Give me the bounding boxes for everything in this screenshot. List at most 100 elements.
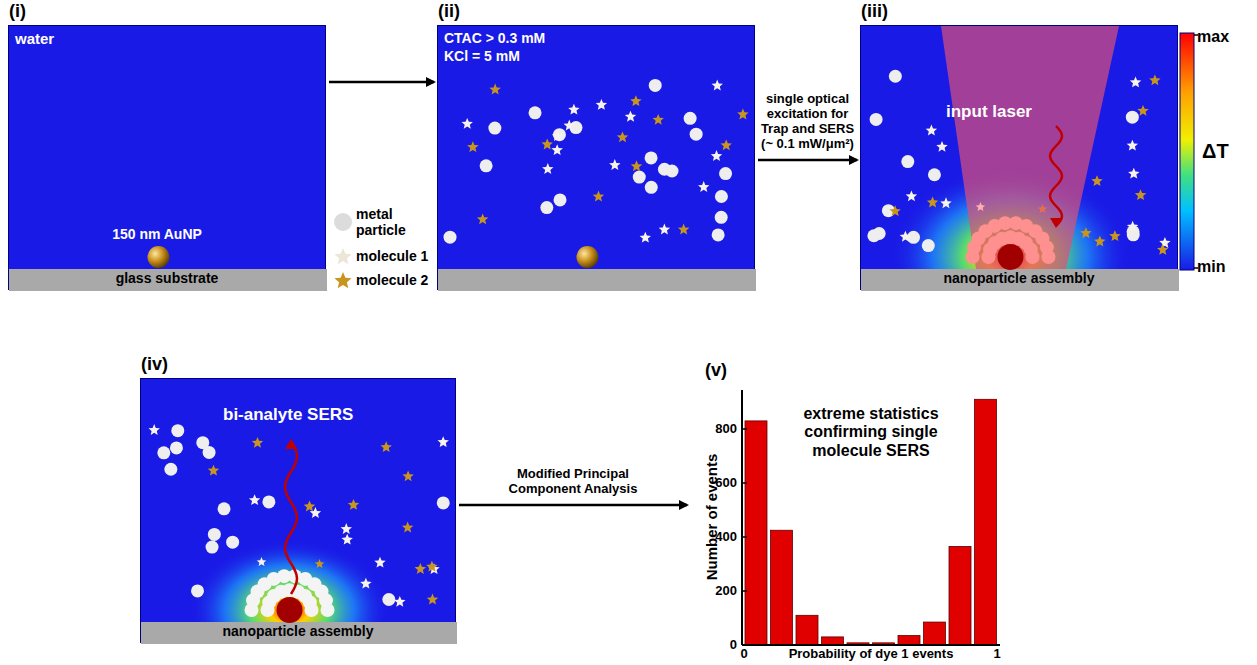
trapped-particle xyxy=(321,603,335,617)
molecule-1-star xyxy=(1128,168,1139,179)
legend-swatch xyxy=(334,213,352,231)
axis-title: Number of events xyxy=(703,454,720,581)
panel-label: (iv) xyxy=(141,354,168,375)
molecule-2-star xyxy=(402,470,413,481)
metal-particle xyxy=(170,441,183,454)
metal-particle xyxy=(645,181,658,194)
experiment-panel: (iii)input lasernanoparticle assembly xyxy=(860,25,1178,290)
histogram-bar xyxy=(975,399,997,645)
molecule-1-star xyxy=(711,150,722,161)
colorbar-label: min xyxy=(1197,258,1225,276)
tick-label: 1 xyxy=(993,647,1000,662)
metal-particle xyxy=(262,495,275,508)
metal-particle xyxy=(690,128,703,141)
panel-text: extreme statistics confirming single mol… xyxy=(776,405,966,460)
molecule-2-star xyxy=(489,84,501,95)
glass-substrate xyxy=(9,269,327,291)
panel-illustration xyxy=(9,26,327,291)
molecule-2-star xyxy=(477,213,489,224)
metal-particle xyxy=(437,496,450,509)
histogram-bar xyxy=(924,622,946,645)
molecule-1-star xyxy=(564,120,576,131)
glass-substrate xyxy=(141,622,457,644)
metal-particle xyxy=(684,112,697,125)
histogram-bar xyxy=(796,615,818,645)
molecule-1-star xyxy=(1127,140,1138,151)
metal-particle xyxy=(480,159,493,172)
molecule-2-star xyxy=(315,559,325,568)
metal-particle xyxy=(901,155,914,168)
experiment-panel: (ii)CTAC > 0.3 mMKCl = 5 mM xyxy=(437,25,755,290)
metal-particle xyxy=(488,122,501,135)
histogram-bar xyxy=(771,530,793,645)
laser-beam xyxy=(941,26,1119,269)
y-tick xyxy=(742,590,747,592)
molecule-1-star xyxy=(640,232,651,243)
panel-text: input laser xyxy=(946,102,1032,122)
heated-gold-nanoparticle xyxy=(277,597,303,623)
metal-particle xyxy=(206,541,219,554)
molecule-1-star xyxy=(926,125,937,136)
metal-particle xyxy=(889,70,902,83)
gold-nanoparticle xyxy=(576,246,598,268)
panel-text: KCl = 5 mM xyxy=(444,48,520,64)
process-arrow xyxy=(459,504,687,507)
arrow-label: Modified Principal Component Analysis xyxy=(508,467,638,497)
panel-label: (i) xyxy=(9,1,26,22)
molecule-2-star xyxy=(208,465,219,476)
metal-particle xyxy=(196,436,209,449)
metal-particle xyxy=(633,171,646,184)
histogram-bar xyxy=(745,421,767,645)
molecule-1-star xyxy=(149,424,160,435)
molecule-2-star xyxy=(631,160,642,171)
metal-particle xyxy=(665,164,678,177)
molecule-2-star xyxy=(542,139,553,150)
molecule-1-star xyxy=(976,202,986,211)
metal-particle xyxy=(218,502,231,515)
y-tick xyxy=(742,428,747,430)
tick-label: 0 xyxy=(730,638,737,653)
molecule-2-star xyxy=(1080,227,1091,238)
colorbar-gradient xyxy=(1180,33,1194,270)
histogram-bar xyxy=(898,636,920,645)
molecule-2-star xyxy=(737,109,748,120)
panel-text: bi-analyte SERS xyxy=(223,405,353,425)
molecule-1-star xyxy=(936,141,947,152)
legend-text: molecule 2 xyxy=(356,272,434,288)
molecule-1-star xyxy=(659,224,670,235)
molecule-2-star xyxy=(252,437,263,448)
panel-text: nanoparticle assembly xyxy=(861,270,1177,286)
tick-label: 400 xyxy=(715,530,737,545)
legend-swatch xyxy=(334,248,351,264)
process-arrow xyxy=(329,81,434,84)
metal-particle xyxy=(922,239,935,252)
y-tick xyxy=(742,536,747,538)
molecule-2-star xyxy=(415,563,426,574)
molecule-2-star xyxy=(593,191,605,202)
metal-particle xyxy=(649,79,662,92)
glass-substrate xyxy=(861,269,1179,291)
y-tick xyxy=(742,644,747,646)
experiment-panel: (iv)bi-analyte SERSnanoparticle assembly xyxy=(140,378,456,643)
molecule-1-star xyxy=(1130,77,1142,88)
molecule-1-star xyxy=(568,104,579,115)
molecule-2-star xyxy=(426,561,437,572)
molecule-1-star xyxy=(342,534,353,545)
heated-gold-nanoparticle xyxy=(997,244,1023,270)
molecule-1-star xyxy=(1159,237,1170,248)
molecule-2-star xyxy=(1091,175,1102,186)
metal-particle xyxy=(444,231,457,244)
metal-particle xyxy=(164,463,177,476)
metal-particle xyxy=(208,528,221,541)
molecule-1-star xyxy=(438,436,449,447)
molecule-2-star xyxy=(304,501,315,512)
metal-particle xyxy=(719,167,732,180)
metal-particle xyxy=(529,106,542,119)
tick-label: 600 xyxy=(715,476,737,491)
trapped-particle xyxy=(1025,250,1039,264)
histogram-panel: (v)extreme statistics confirming single … xyxy=(690,360,1002,665)
legend-swatch xyxy=(334,272,351,288)
process-arrow xyxy=(758,159,857,162)
